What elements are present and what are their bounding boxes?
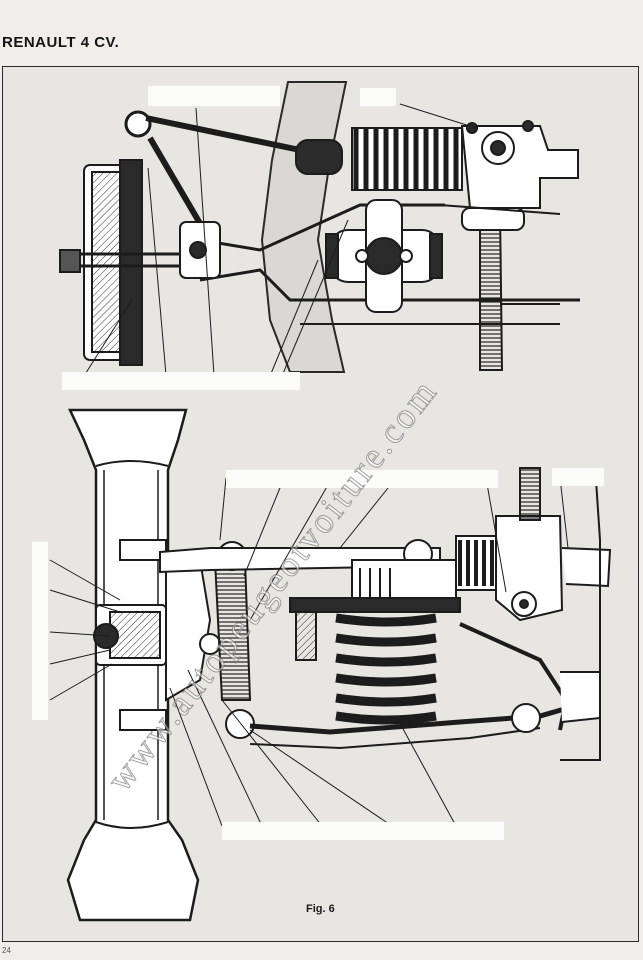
- header-title: RENAULT 4 CV.: [2, 34, 120, 51]
- steering-rack-bellows: [295, 127, 463, 191]
- coil-spring: [289, 597, 461, 725]
- top-view-steering-assembly: [59, 81, 580, 390]
- page-number: 24: [2, 946, 11, 955]
- wheel-hub: [93, 539, 167, 731]
- figure-caption: Fig. 6: [306, 903, 335, 915]
- front-view-suspension-assembly: [32, 408, 612, 922]
- universal-joint: [325, 199, 443, 313]
